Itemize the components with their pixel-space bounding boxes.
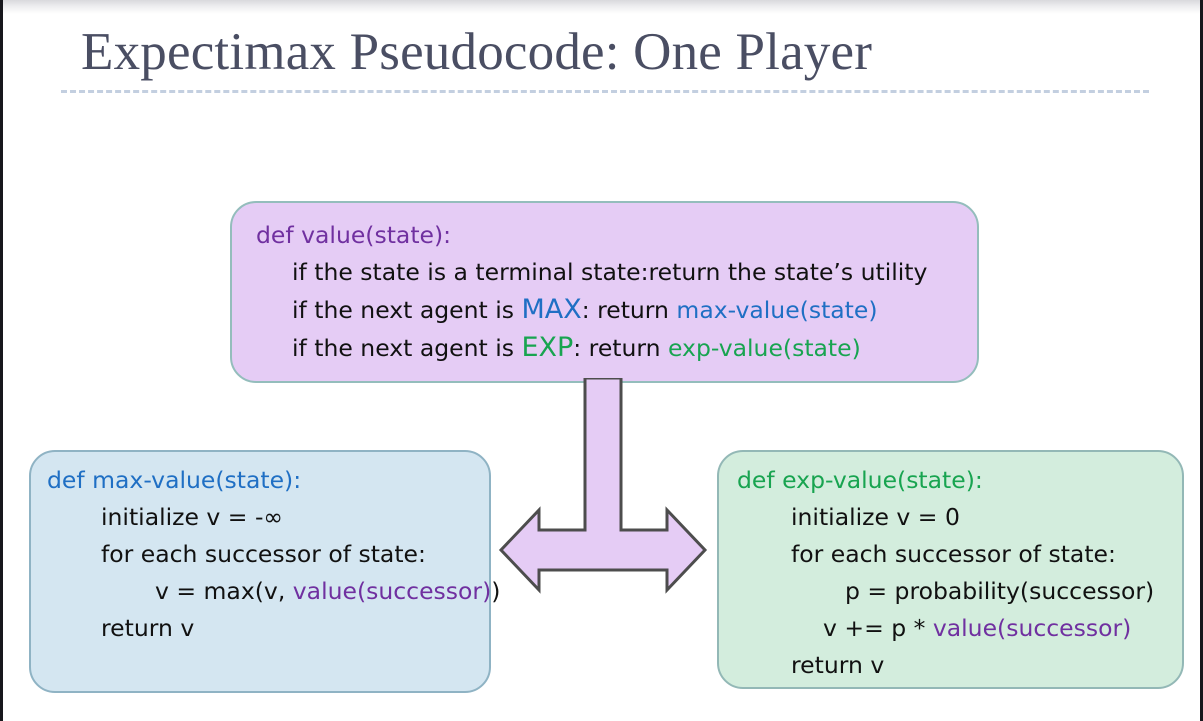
max-assign-suffix: ) (491, 577, 501, 605)
exp-initialize-text: initialize v = 0 (791, 503, 960, 531)
max-assign-prefix: v = max(v, (155, 577, 293, 605)
max-initialize-text: initialize v = -∞ (101, 503, 284, 531)
exp-branch-mid: : return (573, 334, 668, 362)
exp-probability-text: p = probability(successor) (845, 577, 1155, 605)
exp-return-text: return v (791, 651, 885, 679)
exp-accumulate-prefix: v += p * (823, 614, 933, 642)
max-value-signature-text: def max-value(state): (47, 466, 302, 494)
code-line-exp-branch: if the next agent is EXP: return exp-val… (256, 329, 927, 367)
terminal-return-text: return the state’s utility (648, 258, 928, 286)
code-line-signature: def value(state): (256, 217, 927, 254)
exp-value-function-box: def exp-value(state): initialize v = 0 f… (717, 450, 1184, 689)
exp-value-function-code: def exp-value(state): initialize v = 0 f… (737, 462, 1154, 684)
code-line-assign: v = max(v, value(successor)) (47, 573, 500, 610)
max-for-each-text: for each successor of state: (101, 540, 426, 568)
value-call: value(successor) (292, 577, 492, 605)
max-return-text: return v (101, 614, 195, 642)
code-line-accumulate: v += p * value(successor) (737, 610, 1154, 647)
code-line-return: return v (47, 610, 500, 647)
value-signature-text: def value(state): (256, 221, 452, 249)
value-function-box: def value(state): if the state is a term… (230, 201, 979, 383)
value-function-code: def value(state): if the state is a term… (256, 217, 927, 367)
exp-value-call: exp-value(state) (668, 334, 861, 362)
code-line-signature: def exp-value(state): (737, 462, 1154, 499)
max-branch-prefix: if the next agent is (292, 296, 522, 324)
max-keyword: MAX (521, 294, 582, 325)
code-line-probability: p = probability(successor) (737, 573, 1154, 610)
exp-branch-prefix: if the next agent is (292, 334, 522, 362)
terminal-condition-text: if the state is a terminal state: (292, 258, 649, 286)
code-line-initialize: initialize v = 0 (737, 499, 1154, 536)
code-line-max-branch: if the next agent is MAX: return max-val… (256, 291, 927, 329)
max-branch-mid: : return (581, 296, 677, 324)
top-edge-shading (3, 0, 1200, 14)
code-line-for-each: for each successor of state: (47, 536, 500, 573)
max-value-function-code: def max-value(state): initialize v = -∞ … (47, 462, 500, 647)
code-line-initialize: initialize v = -∞ (47, 499, 500, 536)
code-line-return: return v (737, 647, 1154, 684)
max-value-function-box: def max-value(state): initialize v = -∞ … (29, 450, 500, 693)
exp-value-signature-text: def exp-value(state): (737, 466, 983, 494)
value-call: value(successor) (932, 614, 1132, 642)
exp-keyword: EXP (521, 332, 574, 363)
code-line-terminal: if the state is a terminal state:return … (256, 254, 927, 291)
title-divider (61, 90, 1149, 93)
exp-for-each-text: for each successor of state: (791, 540, 1116, 568)
code-line-signature: def max-value(state): (47, 462, 500, 499)
double-headed-arrow-icon (497, 378, 709, 610)
code-line-for-each: for each successor of state: (737, 536, 1154, 573)
page-title: Expectimax Pseudocode: One Player (81, 23, 873, 81)
max-value-call: max-value(state) (676, 296, 878, 324)
